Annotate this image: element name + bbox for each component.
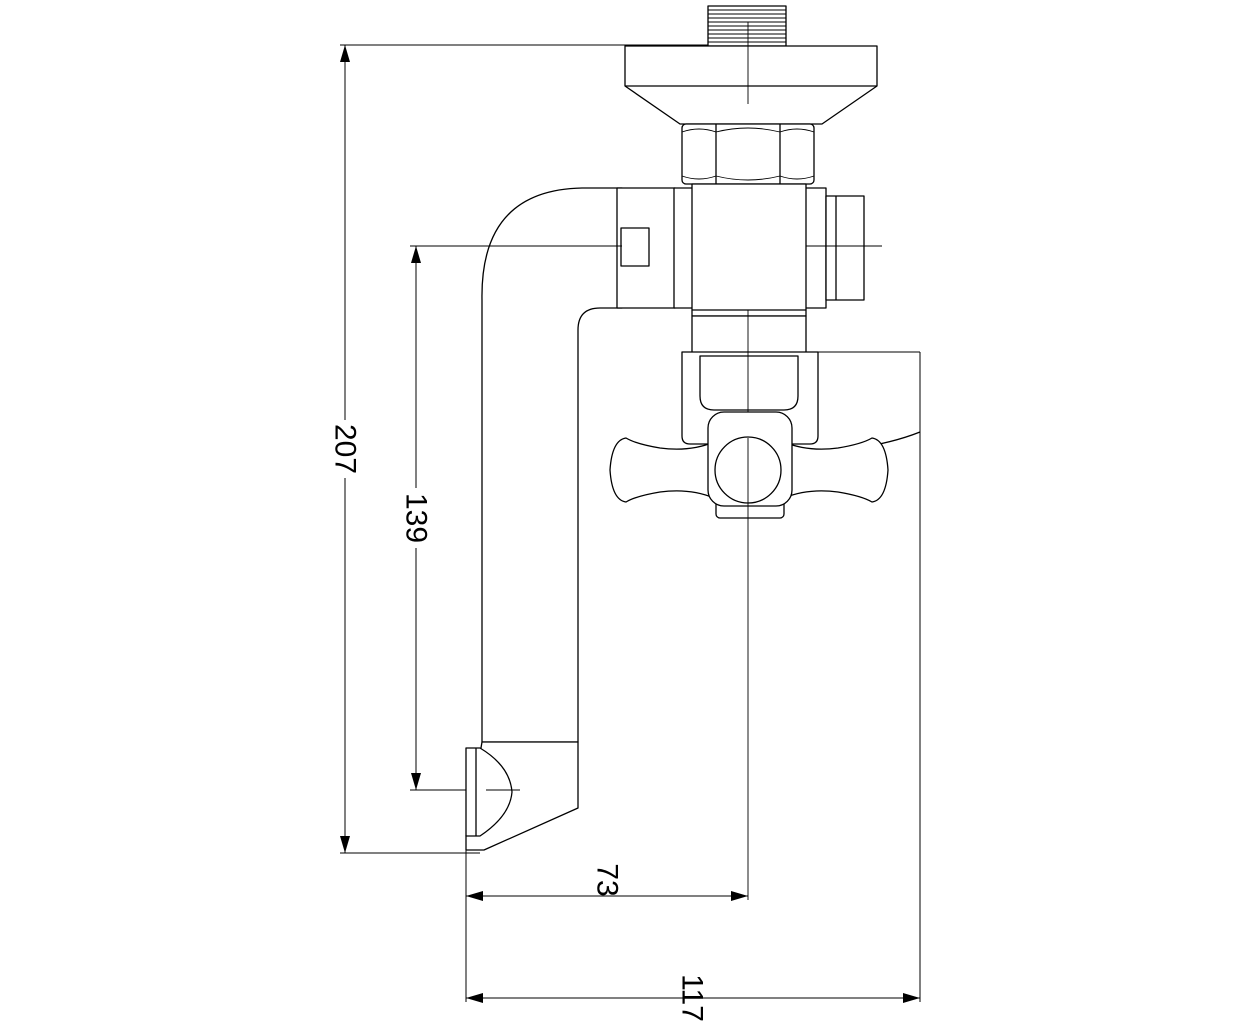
dimension-label-139: 139 [400, 493, 433, 543]
cross-handle [609, 411, 889, 519]
dimension-73: 73 [465, 850, 748, 1002]
inlet-thread [707, 5, 787, 47]
dimension-label-117: 117 [676, 974, 709, 1022]
dimension-139: 139 [400, 245, 622, 791]
wall-flange [624, 45, 878, 125]
center-lines [486, 22, 882, 900]
spout-arm [481, 187, 676, 743]
hex-nut [681, 123, 815, 185]
dimension-117: 117 [466, 351, 921, 1022]
spout-outlet [465, 741, 579, 851]
dimension-207: 207 [329, 44, 708, 854]
valve-body [673, 183, 827, 357]
dimension-label-73: 73 [591, 863, 624, 896]
side-outlet [825, 195, 865, 301]
dimension-label-207: 207 [329, 424, 362, 474]
